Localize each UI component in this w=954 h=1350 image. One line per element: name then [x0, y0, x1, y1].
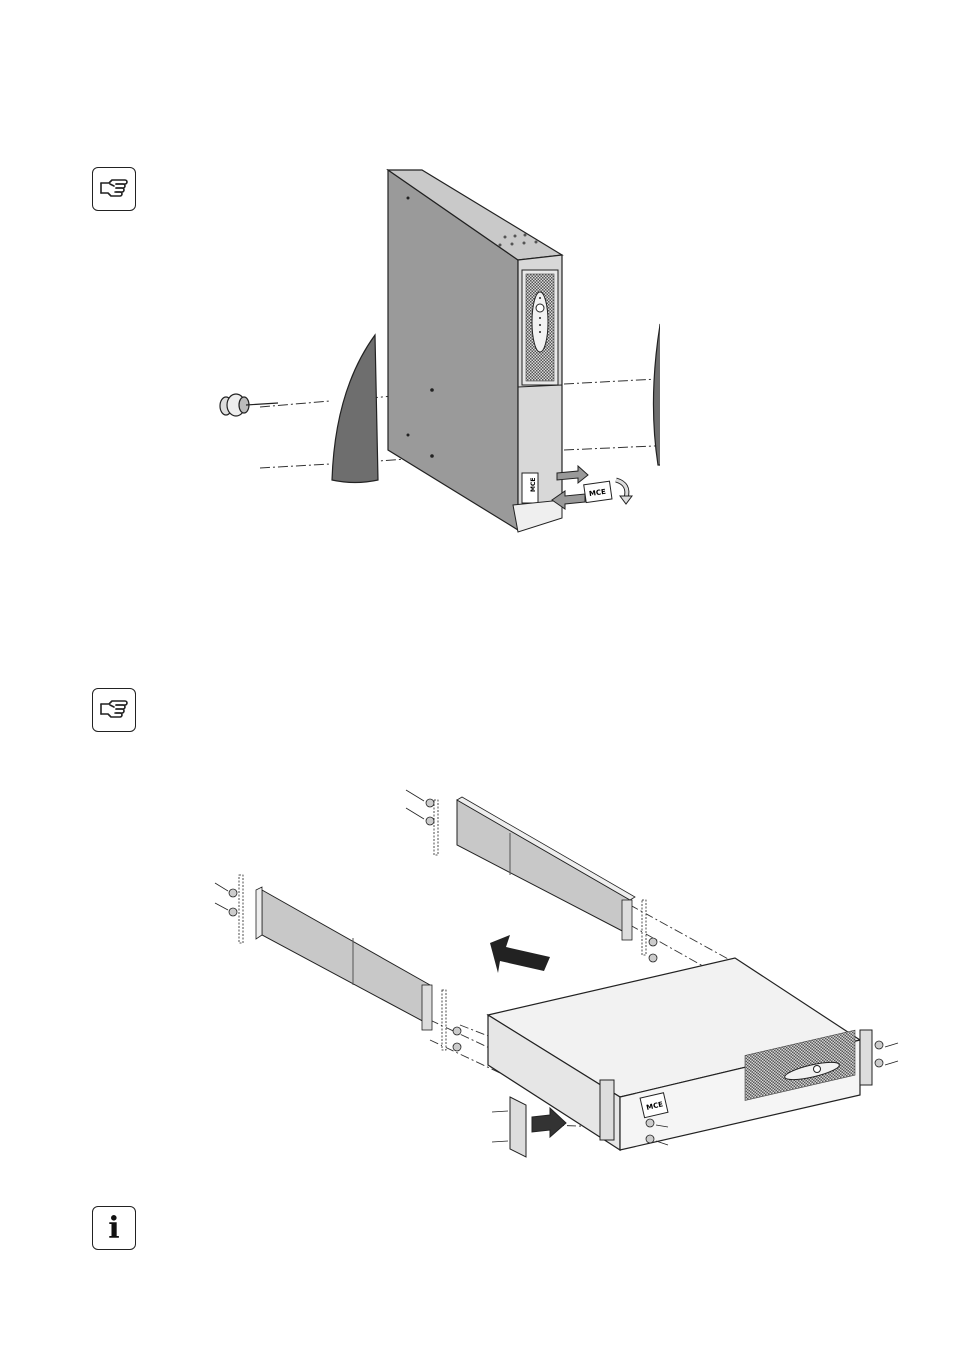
- tower-assembly-figure: MCE MCE: [200, 160, 660, 540]
- ups-tower-unit: MCE: [388, 170, 562, 532]
- info-icon: i: [92, 1206, 136, 1250]
- left-stand-foot: [332, 335, 378, 483]
- pointing-hand-icon: [92, 167, 136, 211]
- tower-logo: MCE: [530, 478, 537, 492]
- rack-assembly-figure: MCE: [210, 775, 910, 1160]
- screw-icon: [220, 394, 278, 416]
- screw-icon: [406, 790, 434, 825]
- rack-post: [434, 800, 438, 855]
- pointing-hand-icon: [92, 688, 136, 732]
- info-glyph: i: [93, 1207, 135, 1249]
- right-stand-foot: [653, 325, 660, 465]
